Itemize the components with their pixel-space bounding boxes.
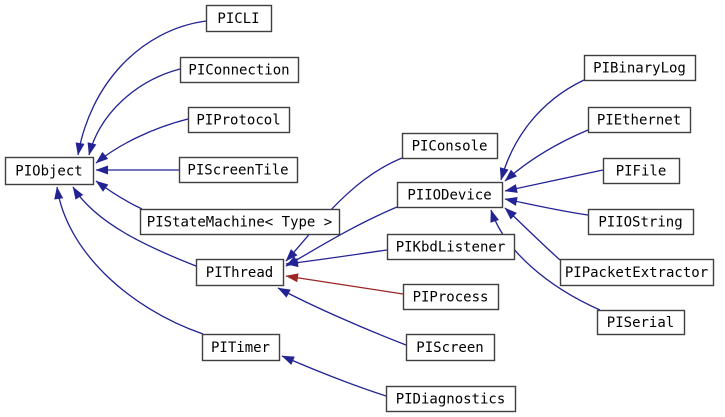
class-node-label-piethernet: PIEthernet <box>597 113 681 129</box>
class-node-box-pistatemachine[interactable] <box>139 208 341 236</box>
class-node-piserial[interactable]: PISerial <box>596 309 686 336</box>
class-node-box-pibinarylog[interactable] <box>583 54 697 82</box>
edge-piconnection-to-piobject <box>87 68 181 156</box>
class-node-label-piserial: PISerial <box>607 315 674 331</box>
edge-piprocess-to-pithread <box>285 273 404 295</box>
class-node-box-piprotocol[interactable] <box>187 106 291 134</box>
class-node-label-piscreen: PIScreen <box>416 340 483 356</box>
class-node-pistatemachine[interactable]: PIStateMachine< Type > <box>139 208 341 236</box>
class-node-pikbdlistener[interactable]: PIKbdListener <box>386 233 516 261</box>
class-node-label-pidiagnostics: PIDiagnostics <box>396 392 506 408</box>
class-node-box-piprocess[interactable] <box>402 283 500 311</box>
class-node-picli[interactable]: PICLI <box>205 4 273 33</box>
class-node-piconsole[interactable]: PIConsole <box>401 132 499 160</box>
class-node-box-pidiagnostics[interactable] <box>385 385 517 413</box>
class-node-box-piserial[interactable] <box>596 309 686 336</box>
edge-pibinarylog-to-piiodevice <box>499 79 585 181</box>
class-node-pifile[interactable]: PIFile <box>602 157 681 185</box>
class-node-label-pifile: PIFile <box>616 164 667 180</box>
class-node-box-piscreentile[interactable] <box>178 156 299 184</box>
class-node-label-piiostring: PIIOString <box>598 215 682 231</box>
edge-pipacketextractor-to-piiodevice <box>504 207 561 261</box>
class-node-box-piconsole[interactable] <box>401 132 499 160</box>
class-node-pibinarylog[interactable]: PIBinaryLog <box>583 54 697 82</box>
class-node-box-pikbdlistener[interactable] <box>386 233 516 261</box>
class-node-box-picli[interactable] <box>205 4 273 33</box>
class-node-label-piscreentile: PIScreenTile <box>187 163 288 179</box>
class-node-pithread[interactable]: PIThread <box>195 258 285 287</box>
edge-pistatemachine-to-piobject <box>95 180 143 210</box>
class-node-piscreen[interactable]: PIScreen <box>405 333 496 362</box>
class-node-box-piiodevice[interactable] <box>396 181 504 209</box>
edge-piserial-to-piiodevice <box>490 209 601 311</box>
edge-piiostring-to-piiodevice <box>504 197 589 216</box>
edge-pidiagnostics-to-pitimer <box>281 355 387 397</box>
class-node-box-pitimer[interactable] <box>201 333 281 362</box>
edge-piethernet-to-piiodevice <box>504 129 589 182</box>
class-node-piscreentile[interactable]: PIScreenTile <box>178 156 299 184</box>
edge-pifile-to-piiodevice <box>504 169 604 193</box>
class-node-box-pithread[interactable] <box>195 258 285 287</box>
class-node-piethernet[interactable]: PIEthernet <box>587 106 692 134</box>
class-node-pipacketextractor[interactable]: PIPacketExtractor <box>559 258 715 287</box>
edge-picli-to-piobject <box>75 20 207 156</box>
class-node-piobject[interactable]: PIObject <box>4 156 95 186</box>
edge-pitimer-to-piobject <box>54 186 204 335</box>
class-node-label-pipacketextractor: PIPacketExtractor <box>565 265 708 281</box>
class-node-box-piiostring[interactable] <box>587 208 695 236</box>
class-node-box-pipacketextractor[interactable] <box>559 258 715 287</box>
class-node-label-pistatemachine: PIStateMachine< Type > <box>147 215 332 231</box>
edge-piscreen-to-pithread <box>277 287 407 346</box>
class-node-label-pitimer: PITimer <box>211 340 270 356</box>
class-node-label-piprocess: PIProcess <box>413 290 489 306</box>
class-node-box-piconnection[interactable] <box>179 56 300 84</box>
class-node-label-piiodevice: PIIODevice <box>407 188 491 204</box>
edge-pithread-to-piobject <box>72 186 197 267</box>
class-node-pitimer[interactable]: PITimer <box>201 333 281 362</box>
class-node-piconnection[interactable]: PIConnection <box>179 56 300 84</box>
edge-piconsole-to-pithread <box>285 157 403 262</box>
class-node-piiodevice[interactable]: PIIODevice <box>396 181 504 209</box>
class-node-box-piscreen[interactable] <box>405 333 496 362</box>
class-node-box-piobject[interactable] <box>4 156 95 186</box>
class-node-label-piprotocol: PIProtocol <box>196 113 280 129</box>
edge-piprotocol-to-piobject <box>95 118 189 164</box>
class-node-label-pibinarylog: PIBinaryLog <box>593 61 686 77</box>
class-node-pidiagnostics[interactable]: PIDiagnostics <box>385 385 517 413</box>
class-node-piprotocol[interactable]: PIProtocol <box>187 106 291 134</box>
class-node-label-piconnection: PIConnection <box>188 63 289 79</box>
class-node-label-pithread: PIThread <box>206 265 273 281</box>
class-node-box-pifile[interactable] <box>602 157 681 185</box>
class-node-piiostring[interactable]: PIIOString <box>587 208 695 236</box>
class-node-label-picli: PICLI <box>217 11 259 27</box>
class-node-label-pikbdlistener: PIKbdListener <box>396 240 506 256</box>
class-node-label-piobject: PIObject <box>15 164 82 180</box>
class-node-piprocess[interactable]: PIProcess <box>402 283 500 311</box>
class-node-box-piethernet[interactable] <box>587 106 692 134</box>
edge-pikbdlistener-to-pithread <box>285 249 388 268</box>
class-node-label-piconsole: PIConsole <box>412 139 488 155</box>
